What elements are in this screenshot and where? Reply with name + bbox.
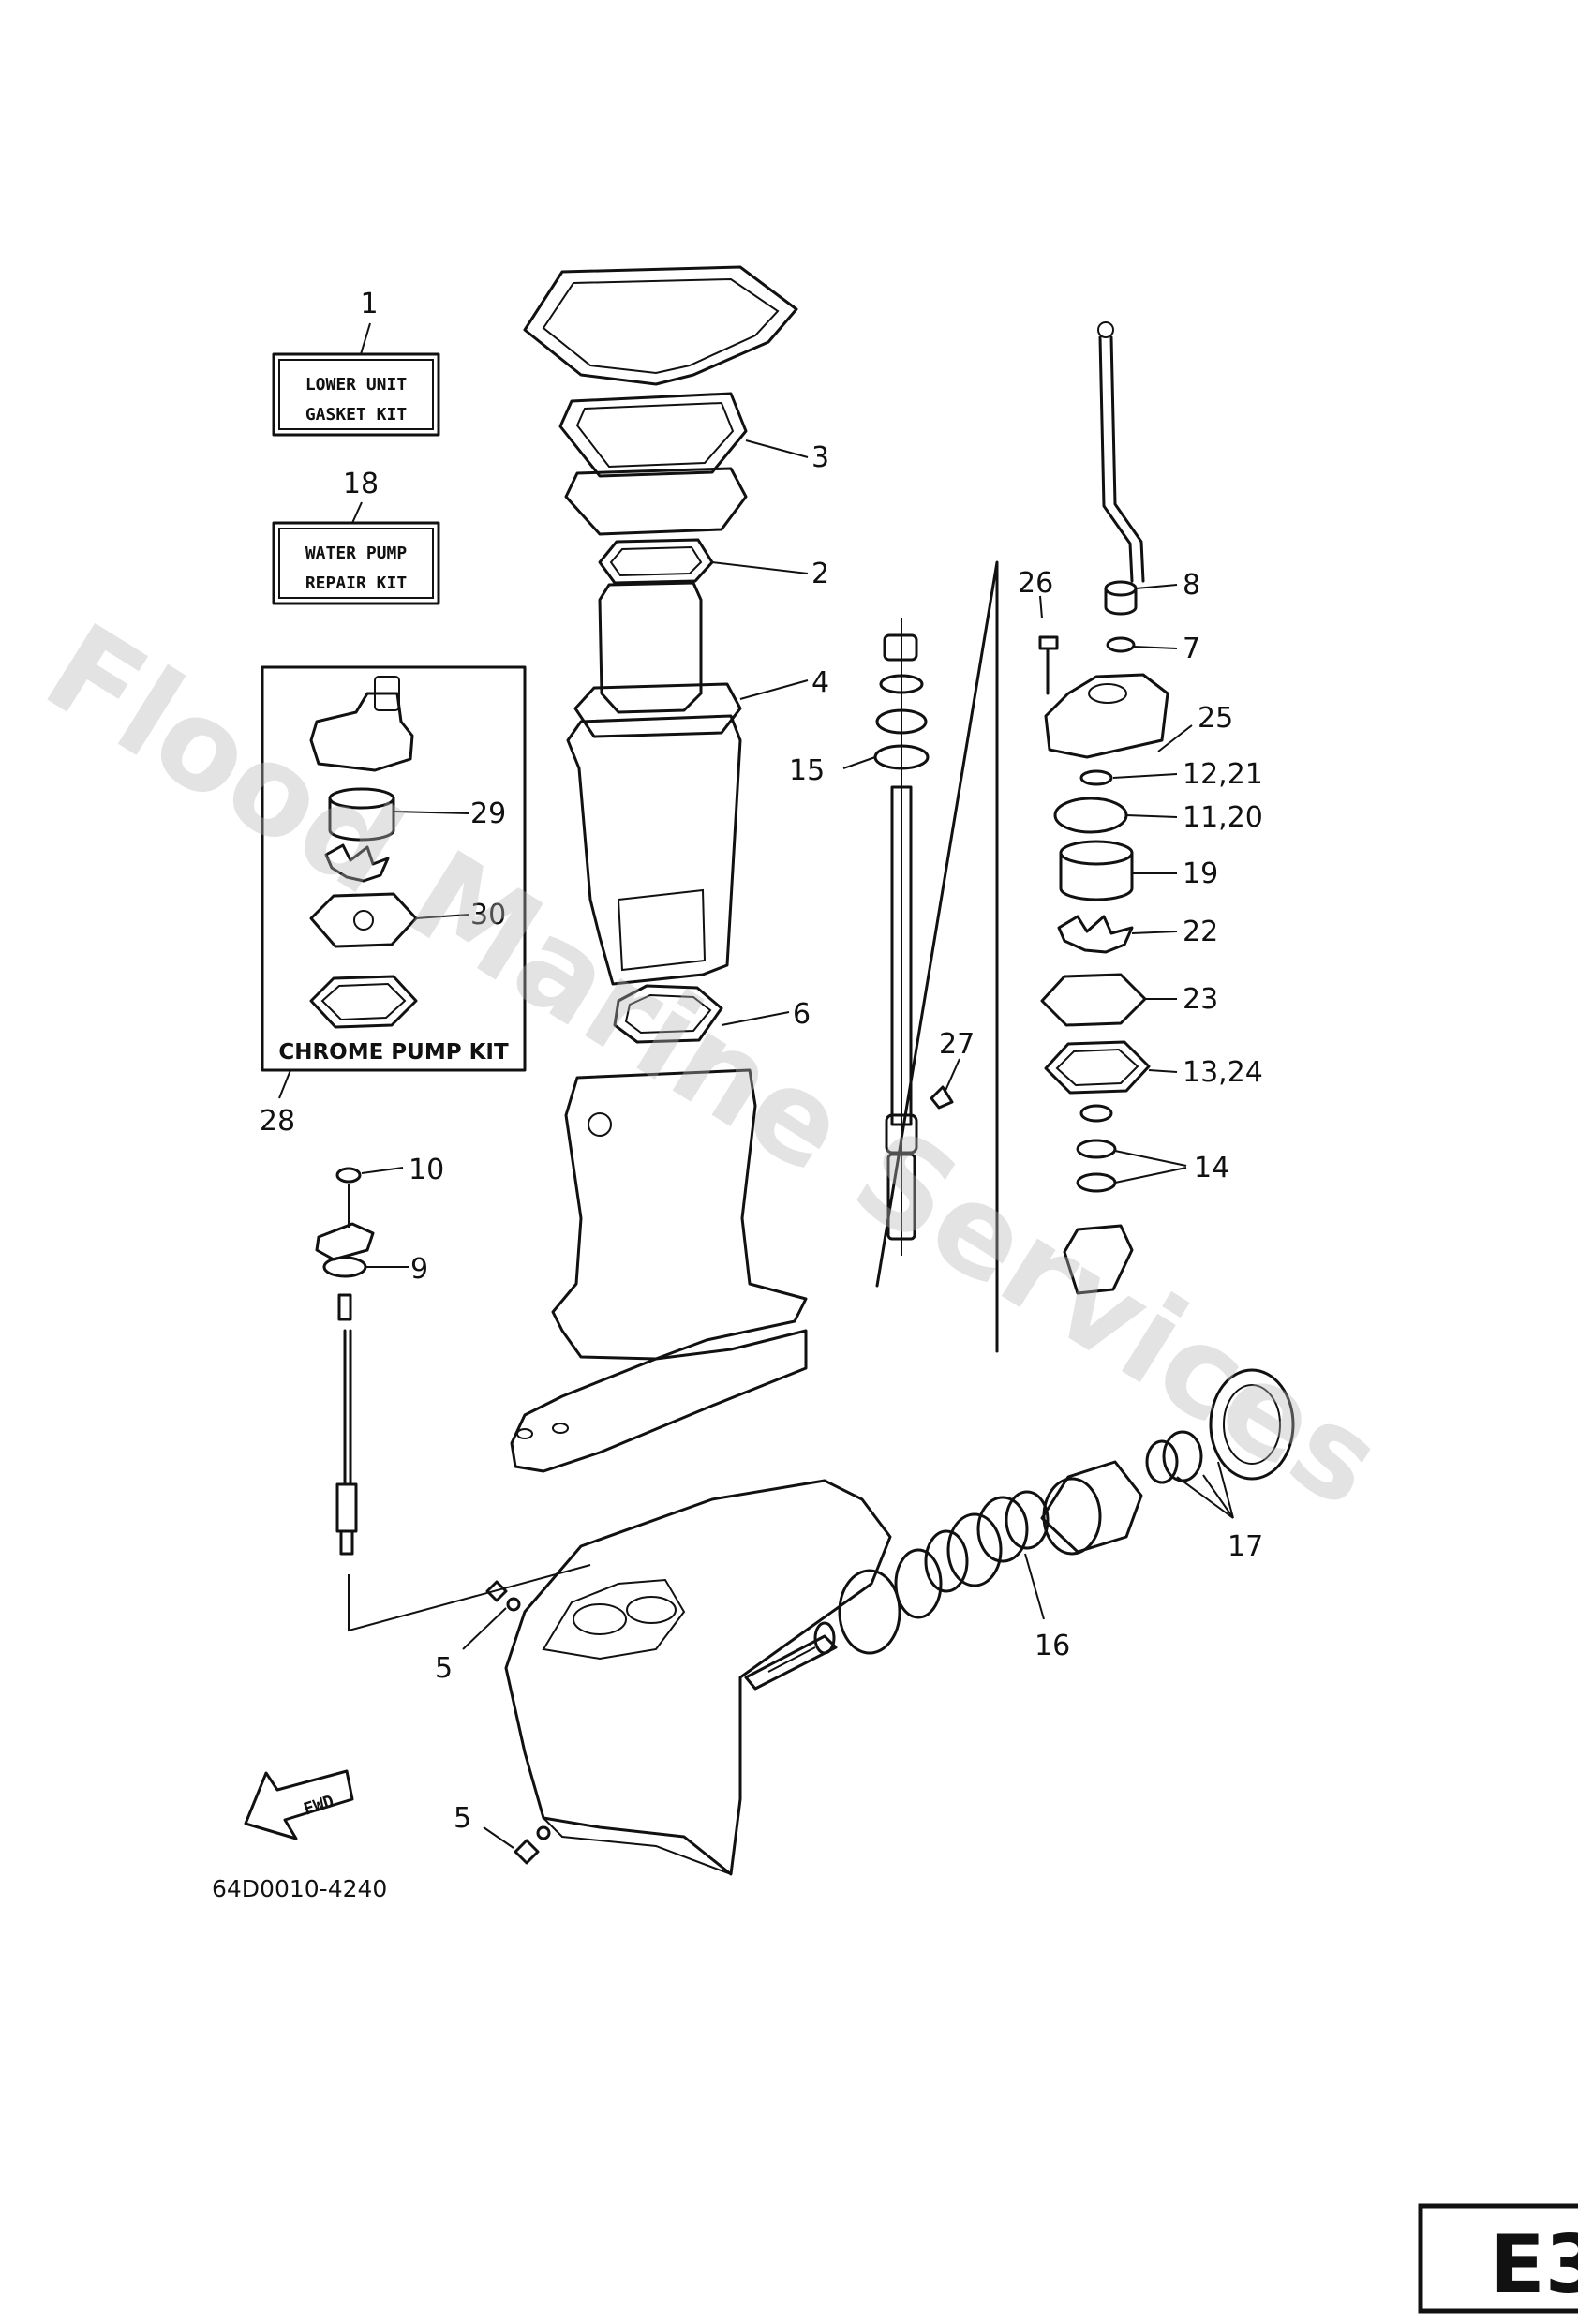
callout-19: 19 <box>1183 857 1218 890</box>
callout-10: 10 <box>409 1154 444 1186</box>
kit-number-1: 1 <box>360 288 378 320</box>
callout-22: 22 <box>1183 916 1218 948</box>
kit-label-line2: GASKET KIT <box>305 405 408 425</box>
callout-26: 26 <box>1018 567 1053 600</box>
callout-9: 9 <box>410 1253 428 1286</box>
chrome-pump-kit-label: CHROME PUMP KIT <box>278 1040 509 1065</box>
callout-16: 16 <box>1035 1630 1070 1662</box>
drain-screws: 5 5 <box>435 1580 551 1865</box>
forward-arrow-marker: FWD <box>244 1769 354 1840</box>
callout-2: 2 <box>811 558 829 590</box>
callout-11-20: 11,20 <box>1183 801 1263 834</box>
chrome-pump-kit-box: CHROME PUMP KIT 28 29 30 <box>260 665 527 1138</box>
callout-15: 15 <box>789 754 825 787</box>
water-pump-assembly: 8 7 26 25 12,21 11,20 19 22 23 <box>1018 321 1263 1295</box>
callout-6: 6 <box>793 998 811 1031</box>
callout-5-upper: 5 <box>435 1652 453 1685</box>
callout-5-lower: 5 <box>454 1802 471 1835</box>
callout-25: 25 <box>1198 702 1233 735</box>
kit-label-line1: LOWER UNIT <box>305 375 408 395</box>
callout-7: 7 <box>1183 633 1200 665</box>
callout-8: 8 <box>1183 569 1200 602</box>
kit-label-line1: WATER PUMP <box>305 544 408 563</box>
callout-3: 3 <box>811 441 829 474</box>
kit-number-18: 18 <box>343 468 379 500</box>
callout-29: 29 <box>470 797 506 830</box>
callout-14: 14 <box>1194 1152 1229 1184</box>
propeller-shaft-gear-stack: 16 17 <box>813 1368 1295 1662</box>
callout-23: 23 <box>1183 983 1218 1016</box>
water-pump-repair-kit-box: 18 WATER PUMP REPAIR KIT <box>272 468 440 605</box>
callout-12-21: 12,21 <box>1183 758 1263 791</box>
shift-rod-assembly: 10 9 <box>315 1154 591 1632</box>
page-id-label: E3 <box>1490 2218 1578 2312</box>
callout-27: 27 <box>939 1028 975 1061</box>
diagram-code: 64D0010-4240 <box>212 1875 387 1902</box>
lower-unit-gasket-kit-box: 1 LOWER UNIT GASKET KIT <box>272 288 440 437</box>
callout-30: 30 <box>470 899 506 931</box>
callout-17: 17 <box>1228 1530 1263 1563</box>
lower-unit-housing <box>504 1068 892 1876</box>
kit-number-28: 28 <box>260 1105 295 1138</box>
page-id-box: E3 <box>1418 2203 1578 2314</box>
kit-label-line2: REPAIR KIT <box>305 574 408 593</box>
callout-13-24: 13,24 <box>1183 1056 1263 1089</box>
drive-shaft-assembly: 15 27 <box>789 560 999 1353</box>
upper-casing-stack: 3 2 4 6 <box>523 265 829 1044</box>
callout-4: 4 <box>811 666 829 699</box>
fwd-label: FWD <box>302 1792 337 1820</box>
